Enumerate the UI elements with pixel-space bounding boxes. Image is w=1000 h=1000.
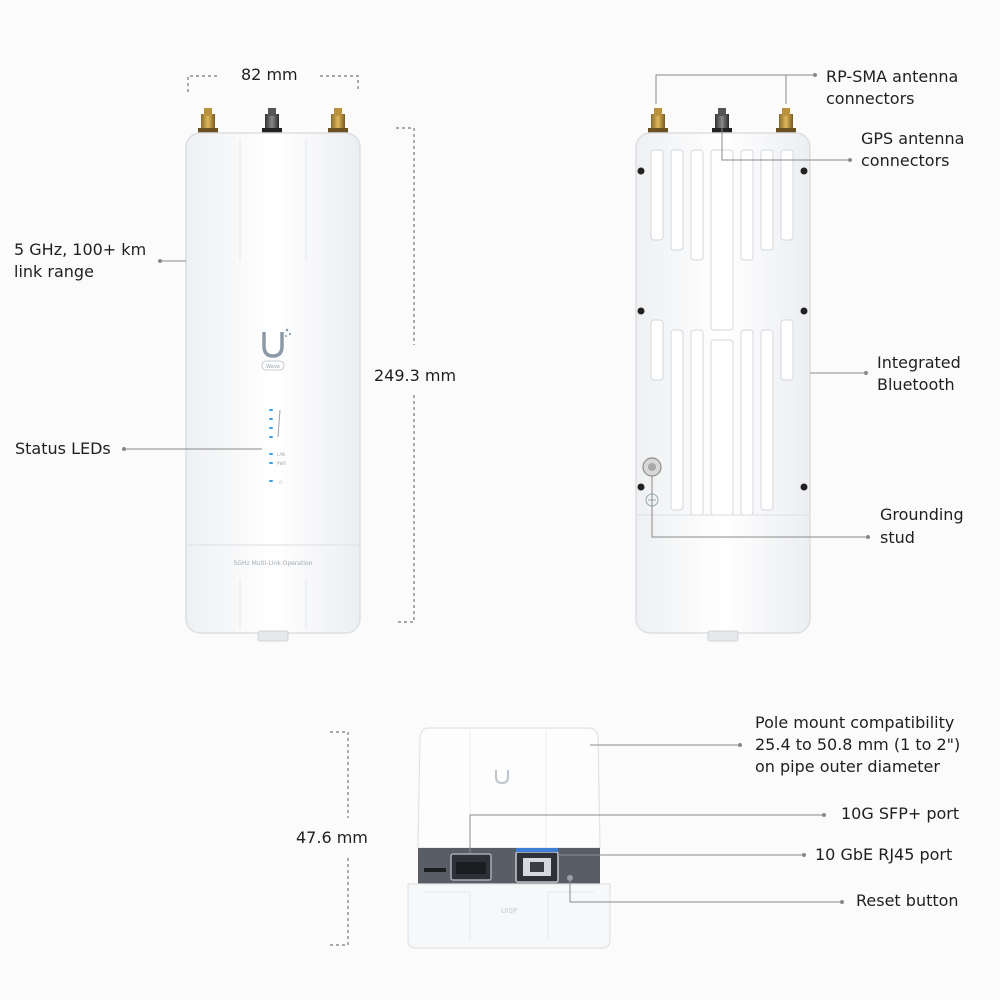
gps-label: GPS antenna connectors xyxy=(861,128,964,172)
back-rpsma-left xyxy=(648,108,668,134)
front-view: Wave LAN PWR ☆ 5GHz Multi-Link Operation xyxy=(122,75,415,642)
grounding-callout-line xyxy=(651,476,868,538)
bottom-device-lower xyxy=(407,883,611,949)
status-leds xyxy=(269,409,273,482)
grounding-label-line1: Grounding xyxy=(880,505,964,524)
back-antenna-connectors xyxy=(648,108,796,134)
pole-mount-line1: Pole mount compatibility xyxy=(755,713,955,732)
led-label-pwr: PWR xyxy=(277,461,286,466)
mounting-fins xyxy=(650,149,794,516)
rpsma-label: RP-SMA antenna connectors xyxy=(826,66,958,110)
width-dimension xyxy=(187,75,359,92)
brand-text: UISP xyxy=(501,907,517,915)
grounding-label: Grounding stud xyxy=(880,504,964,549)
bottom-view: UISP xyxy=(330,727,844,949)
bluetooth-label-line2: Bluetooth xyxy=(877,375,955,394)
range-label-line2: link range xyxy=(14,262,94,281)
status-leds-label: Status LEDs xyxy=(15,439,111,458)
height-dimension-label: 249.3 mm xyxy=(374,366,457,385)
front-panel-text: 5GHz Multi-Link Operation xyxy=(234,560,313,567)
bottom-device-upper xyxy=(417,727,601,849)
reset-button xyxy=(567,875,573,881)
grounding-label-line2: stud xyxy=(880,528,915,547)
bluetooth-led-icon: ☆ xyxy=(278,479,283,486)
width-dimension-label: 82 mm xyxy=(241,65,298,84)
rpsma-connector-right xyxy=(328,108,348,134)
front-mount-tab xyxy=(257,630,289,642)
depth-dimension-label: 47.6 mm xyxy=(296,828,368,847)
pole-mount-line2: 25.4 to 50.8 mm (1 to 2") xyxy=(755,735,961,754)
sfp-callout-line xyxy=(469,814,824,854)
rpsma-callout-line xyxy=(655,74,787,104)
rpsma-label-line1: RP-SMA antenna xyxy=(826,67,959,86)
bluetooth-label: Integrated Bluetooth xyxy=(877,352,961,396)
front-antenna-connectors xyxy=(198,108,348,134)
bottom-ui-logo-icon xyxy=(495,770,509,785)
range-label-line1: 5 GHz, 100+ km xyxy=(14,240,147,259)
back-view xyxy=(635,73,870,642)
gps-callout-line xyxy=(721,118,850,161)
back-mount-tab xyxy=(707,630,739,642)
range-label: 5 GHz, 100+ km link range xyxy=(14,239,146,283)
rpsma-label-line2: connectors xyxy=(826,89,915,108)
depth-dimension xyxy=(330,731,349,946)
pole-mount-line3: on pipe outer diameter xyxy=(755,757,940,776)
gps-label-line2: connectors xyxy=(861,151,950,170)
ui-logo-icon xyxy=(262,328,292,358)
mount-screws xyxy=(637,167,808,491)
sfp-port-label: 10G SFP+ port xyxy=(841,804,960,823)
rj45-port-label: 10 GbE RJ45 port xyxy=(815,845,953,864)
reset-button-label: Reset button xyxy=(856,891,959,910)
bluetooth-label-line1: Integrated xyxy=(877,353,961,372)
front-device-body xyxy=(185,132,361,634)
reset-callout-line xyxy=(569,880,842,903)
logo-badge-text: Wave xyxy=(266,364,280,370)
back-rpsma-right xyxy=(776,108,796,134)
led-label-lan: LAN xyxy=(277,452,285,457)
rpsma-connector-left xyxy=(198,108,218,134)
height-dimension xyxy=(396,127,415,623)
gps-connector-center xyxy=(262,108,282,134)
gps-label-line1: GPS antenna xyxy=(861,129,965,148)
pole-mount-label: Pole mount compatibility 25.4 to 50.8 mm… xyxy=(755,712,960,778)
